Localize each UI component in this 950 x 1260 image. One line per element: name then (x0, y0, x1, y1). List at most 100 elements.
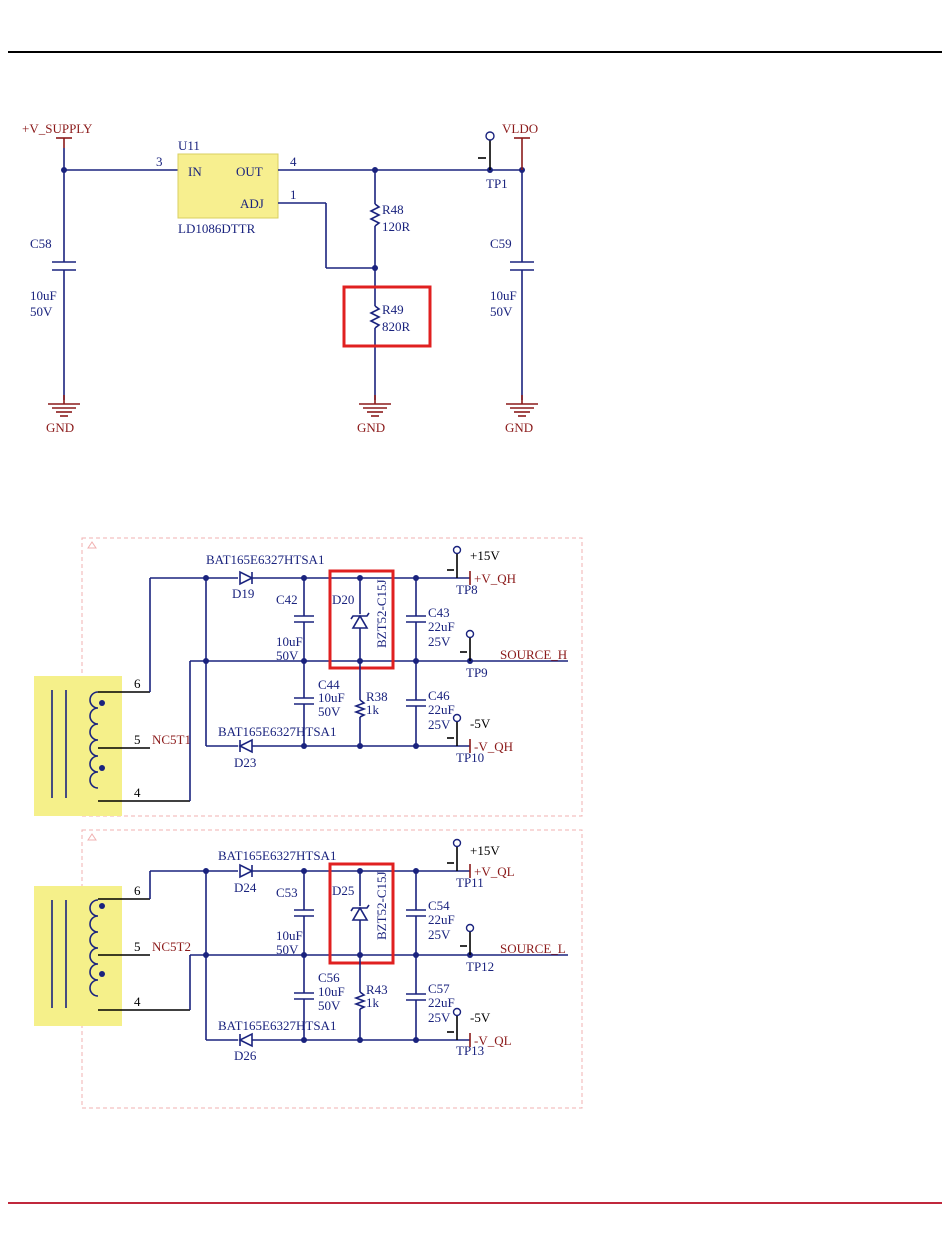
c42-value: 10uF (276, 634, 303, 649)
u11-part: LD1086DTTR (178, 221, 256, 236)
t1-pin-6: 6 (134, 676, 141, 691)
r43-value: 1k (366, 995, 380, 1010)
c42-voltage: 50V (276, 648, 299, 663)
net-label-vsupply: +V_SUPPLY (22, 121, 93, 136)
gnd-symbol-middle (359, 395, 391, 417)
u11-pin-out: OUT (236, 164, 263, 179)
net-label-source-h: SOURCE_H (500, 647, 567, 662)
u11-ref: U11 (178, 138, 200, 153)
gate-supply-low: 6 5 4 NC5T2 BAT165E6327HTSA1 D24 BAT16 (34, 829, 583, 1109)
pin-4: 4 (290, 154, 297, 169)
gate-supply-high: 6 5 4 NC5T1 BAT165E6327HTSA1 D19 BAT16 (34, 537, 583, 817)
d19-ref: D19 (232, 586, 254, 601)
gnd-symbol-left (48, 395, 80, 417)
c59-voltage: 50V (490, 304, 513, 319)
t1-nc: NC5T1 (152, 732, 191, 747)
t1-pin-5: 5 (134, 732, 141, 747)
c43-ref: C43 (428, 605, 450, 620)
d26-part: BAT165E6327HTSA1 (218, 1018, 336, 1033)
tp11-voltage: +15V (470, 843, 500, 858)
c57-voltage: 25V (428, 1010, 451, 1025)
c58-value: 10uF (30, 288, 57, 303)
tp10-voltage: -5V (470, 716, 491, 731)
tp10-probe-icon (452, 713, 462, 723)
d26-ref: D26 (234, 1048, 257, 1063)
r49-value: 820R (382, 319, 411, 334)
tp11-label: TP11 (456, 875, 484, 890)
d24-part: BAT165E6327HTSA1 (218, 848, 336, 863)
net-label-vql-neg: -V_QL (474, 1033, 512, 1048)
transformer-t2-body (34, 886, 122, 1026)
r43-ref: R43 (366, 982, 388, 997)
c43-value: 22uF (428, 619, 455, 634)
tp8-probe-icon (452, 545, 462, 555)
c58-ref: C58 (30, 236, 52, 251)
c42-ref: C42 (276, 592, 298, 607)
c56-ref: C56 (318, 970, 340, 985)
net-label-vldo: VLDO (502, 121, 538, 136)
gnd-label-left: GND (46, 420, 74, 435)
d20-part: BZT52-C15J (374, 579, 389, 648)
c56-value: 10uF (318, 984, 345, 999)
pin-1: 1 (290, 187, 297, 202)
tp10-label: TP10 (456, 750, 484, 765)
c43-voltage: 25V (428, 634, 451, 649)
t2-pin-5: 5 (134, 939, 141, 954)
tp12-probe-icon (465, 923, 475, 933)
c57-ref: C57 (428, 981, 450, 996)
net-label-vqh: +V_QH (474, 571, 516, 586)
ldo-circuit: +V_SUPPLY C58 10uF 50V GND U11 IN OUT AD… (22, 121, 538, 435)
t1-pin-4: 4 (134, 785, 141, 800)
tp1-probe-icon (485, 131, 495, 141)
c53-voltage: 50V (276, 942, 299, 957)
transformer-t1-body (34, 676, 122, 816)
tp13-label: TP13 (456, 1043, 484, 1058)
c53-ref: C53 (276, 885, 298, 900)
d19-part: BAT165E6327HTSA1 (206, 552, 324, 567)
c53-value: 10uF (276, 928, 303, 943)
gnd-symbol-right (506, 395, 538, 417)
c57-value: 22uF (428, 995, 455, 1010)
c46-value: 22uF (428, 702, 455, 717)
c54-voltage: 25V (428, 927, 451, 942)
r48-ref: R48 (382, 202, 404, 217)
d24-ref: D24 (234, 880, 257, 895)
c58-voltage: 50V (30, 304, 53, 319)
net-label-vql: +V_QL (474, 864, 515, 879)
c44-value: 10uF (318, 690, 345, 705)
tp9-probe-icon (465, 629, 475, 639)
tp12-label: TP12 (466, 959, 494, 974)
c56-voltage: 50V (318, 998, 341, 1013)
net-label-vqh-neg: -V_QH (474, 739, 513, 754)
tp1-label: TP1 (486, 176, 508, 191)
tp8-voltage: +15V (470, 548, 500, 563)
d25-highlight-box (328, 862, 395, 965)
net-label-source-l: SOURCE_L (500, 941, 566, 956)
r49-highlight-box (342, 285, 432, 348)
c46-voltage: 25V (428, 717, 451, 732)
d23-part: BAT165E6327HTSA1 (218, 724, 336, 739)
tp11-probe-icon (452, 838, 462, 848)
r38-value: 1k (366, 702, 380, 717)
d25-part: BZT52-C15J (374, 871, 389, 940)
r49-ref: R49 (382, 302, 404, 317)
d23-ref: D23 (234, 755, 256, 770)
pin-3: 3 (156, 154, 163, 169)
tp8-label: TP8 (456, 582, 478, 597)
c54-value: 22uF (428, 912, 455, 927)
t2-nc: NC5T2 (152, 939, 191, 954)
gnd-label-right: GND (505, 420, 533, 435)
c54-ref: C54 (428, 898, 450, 913)
c44-voltage: 50V (318, 704, 341, 719)
t2-pin-6: 6 (134, 883, 141, 898)
c44-ref: C44 (318, 677, 340, 692)
tp9-label: TP9 (466, 665, 488, 680)
r38-ref: R38 (366, 689, 388, 704)
u11-ic-body (177, 153, 279, 219)
tp13-probe-icon (452, 1007, 462, 1017)
t2-pin-4: 4 (134, 994, 141, 1009)
c59-ref: C59 (490, 236, 512, 251)
tp13-voltage: -5V (470, 1010, 491, 1025)
u11-pin-adj: ADJ (240, 196, 264, 211)
